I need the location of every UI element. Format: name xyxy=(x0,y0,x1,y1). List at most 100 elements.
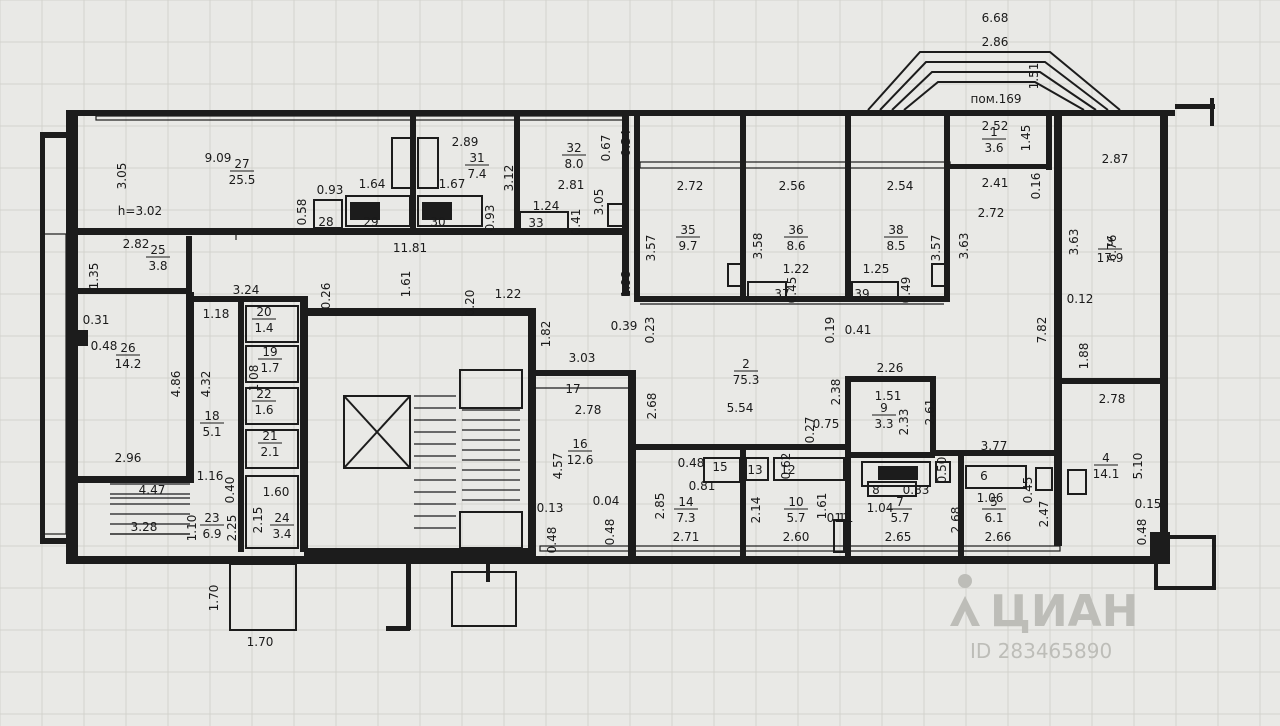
dimension-label: 0.04 xyxy=(593,494,620,508)
dimension-label: 3.58 xyxy=(751,233,765,260)
watermark-brand: ЦИАН xyxy=(990,586,1139,637)
room-number: 31 xyxy=(469,151,484,165)
room-area: 14.1 xyxy=(1093,467,1120,481)
dimension-label: 2.82 xyxy=(123,237,150,251)
room-area: 5.1 xyxy=(202,425,221,439)
room-area: 5.7 xyxy=(786,511,805,525)
dimension-label: 2.54 xyxy=(887,179,914,193)
dimension-label: 3.63 xyxy=(1067,229,1081,256)
dimension-label: 2.33 xyxy=(897,409,911,436)
dimension-label: 1.64 xyxy=(359,177,386,191)
room-area: 7.4 xyxy=(467,167,486,181)
dimension-label: 0.75 xyxy=(813,417,840,431)
dimension-label: 0.48 xyxy=(91,339,118,353)
room-number: 23 xyxy=(204,511,219,525)
dimension-label: 1.24 xyxy=(533,199,560,213)
dimension-label: 1.08 xyxy=(247,365,261,392)
room-area: 8.5 xyxy=(886,239,905,253)
room-number: 10 xyxy=(788,495,803,509)
dimension-label: 0.50 xyxy=(935,457,949,484)
room-area: 1.7 xyxy=(260,361,279,375)
room-number: 22 xyxy=(256,387,271,401)
dimension-label: 2.41 xyxy=(982,176,1009,190)
dimension-label: 3.24 xyxy=(233,283,260,297)
dimension-label: 2.65 xyxy=(885,530,912,544)
room-area: 17.9 xyxy=(1097,251,1124,265)
dimension-label: 3.03 xyxy=(569,351,596,365)
cell-number: 12 xyxy=(780,463,795,477)
center-stairs xyxy=(414,395,520,529)
dimension-label: 0.41 xyxy=(845,323,872,337)
dimension-label: 2.60 xyxy=(783,530,810,544)
room-number: 35 xyxy=(680,223,695,237)
dimension-label: 1.82 xyxy=(539,321,553,348)
dimension-label: 1.16 xyxy=(197,469,224,483)
dimension-label: 3.12 xyxy=(502,165,516,192)
cell-number: 39 xyxy=(854,287,869,301)
dimension-label: 0.40 xyxy=(223,477,237,504)
dimension-label: 1.88 xyxy=(1077,343,1091,370)
room-number: 26 xyxy=(120,341,135,355)
cell-number: 30 xyxy=(430,215,445,229)
dimension-label: 0.34 xyxy=(619,130,633,157)
dimension-label: 0.12 xyxy=(1067,292,1094,306)
dimension-label: 2.68 xyxy=(949,507,963,534)
dimension-label: 2.25 xyxy=(225,515,239,542)
dimension-label: 1.22 xyxy=(495,287,522,301)
room-area: 6.9 xyxy=(202,527,221,541)
dimension-label: 1.06 xyxy=(977,491,1004,505)
room-area: 75.3 xyxy=(733,373,760,387)
dimension-label: 0.58 xyxy=(295,199,309,226)
dimension-label: 1.25 xyxy=(863,262,890,276)
dimension-label: 1.18 xyxy=(203,307,230,321)
cell-number: 15 xyxy=(712,460,727,474)
dimension-label: 1.61 xyxy=(815,493,829,520)
room-area: 3.6 xyxy=(984,141,1003,155)
cell-number: 13 xyxy=(747,463,762,477)
dimension-label: 0.19 xyxy=(823,317,837,344)
interior-walls xyxy=(76,116,1162,631)
dimension-label: 3.05 xyxy=(115,163,129,190)
dimension-label: 3.77 xyxy=(981,439,1008,453)
dimension-label: 2.85 xyxy=(653,493,667,520)
dimension-label: 6.76 xyxy=(1105,235,1119,262)
dimension-label: 2.26 xyxy=(877,361,904,375)
dimension-label: 0.93 xyxy=(483,205,497,232)
dimension-label: 0.93 xyxy=(317,183,344,197)
room-area: 7.3 xyxy=(676,511,695,525)
room-number: 1 xyxy=(990,125,998,139)
cell-number: 17 xyxy=(565,382,580,396)
dimension-label: 2.66 xyxy=(985,530,1012,544)
room-number: 38 xyxy=(888,223,903,237)
dimension-label: 1.45 xyxy=(1019,125,1033,152)
dimension-label: 2.38 xyxy=(829,379,843,406)
room-number: 18 xyxy=(204,409,219,423)
cell-number: 28 xyxy=(318,215,333,229)
dimension-label: 1.51 xyxy=(1027,63,1041,90)
room-number: 16 xyxy=(572,437,587,451)
dimension-label: 2.78 xyxy=(1099,392,1126,406)
room-area: 1.6 xyxy=(254,403,273,417)
dimension-label: 7.82 xyxy=(1035,317,1049,344)
bay-window xyxy=(867,51,1121,111)
room-number: 14 xyxy=(678,495,693,509)
dimension-label: 2.72 xyxy=(978,206,1005,220)
dimension-label: 0.26 xyxy=(319,283,333,310)
room-number: 19 xyxy=(262,345,277,359)
dimension-label: 2.47 xyxy=(1037,501,1051,528)
room-area: 14.2 xyxy=(115,357,142,371)
dimension-label: 0.41 xyxy=(569,209,583,236)
room-number: 20 xyxy=(256,305,271,319)
dimension-label: 0.48 xyxy=(545,527,559,554)
dimension-label: 11.81 xyxy=(393,241,427,255)
room-area: 3.8 xyxy=(148,259,167,273)
cell-number: 6 xyxy=(980,469,988,483)
cell-number: 11 xyxy=(834,511,849,525)
dimension-label: 1.67 xyxy=(439,177,466,191)
dimension-label: 1.10 xyxy=(185,515,199,542)
room-area: 12.6 xyxy=(567,453,594,467)
room-number: 2 xyxy=(742,357,750,371)
